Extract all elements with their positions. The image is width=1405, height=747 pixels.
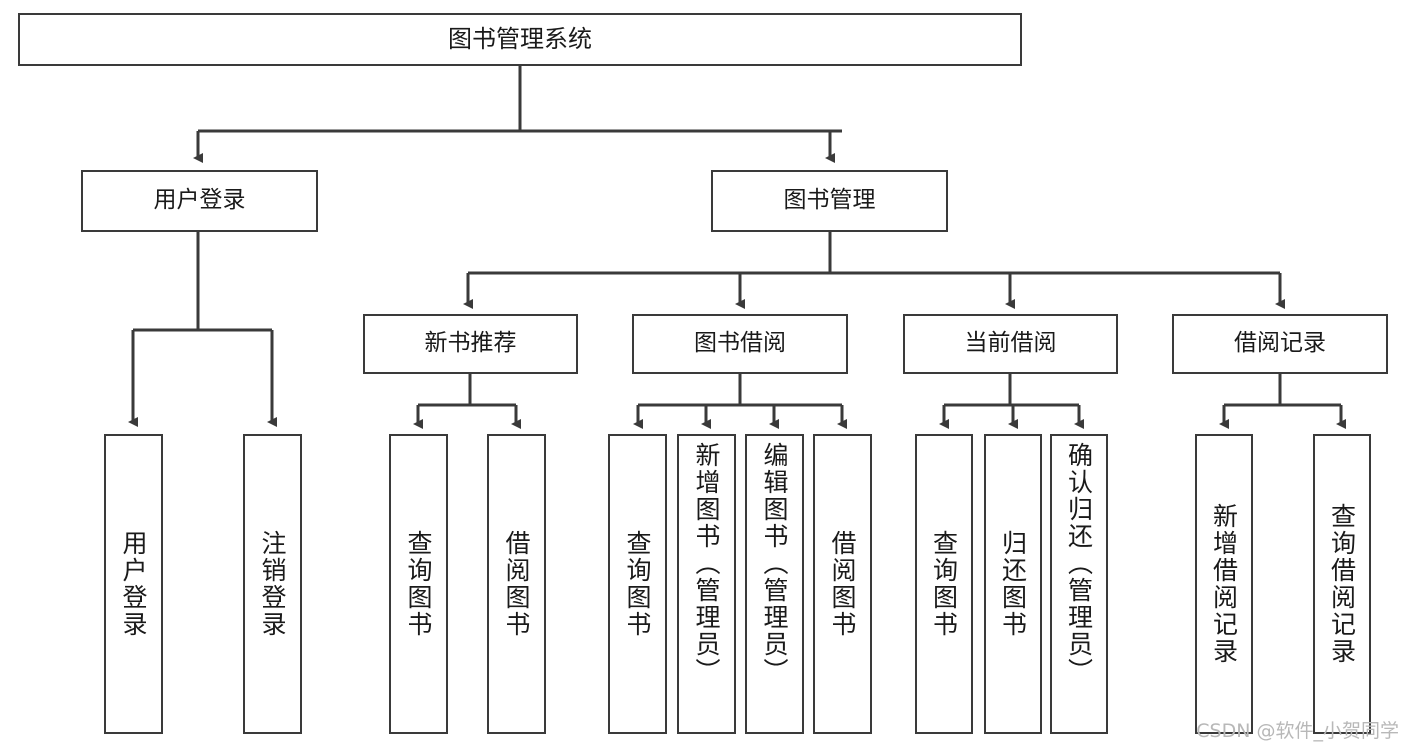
node-leaf-borrow-book-recommend[interactable]: 借阅图书 xyxy=(487,434,546,734)
node-new-book-recommend[interactable]: 新书推荐 xyxy=(363,314,578,374)
node-label: 查询图书 xyxy=(929,530,959,638)
node-leaf-query-book-recommend[interactable]: 查询图书 xyxy=(389,434,448,734)
node-label: 编辑图书（管理员） xyxy=(760,442,789,685)
node-leaf-query-borrow-record[interactable]: 查询借阅记录 xyxy=(1313,434,1371,734)
node-label: 新增借阅记录 xyxy=(1209,503,1239,665)
node-label: 借阅图书 xyxy=(828,530,857,638)
node-leaf-return-book[interactable]: 归还图书 xyxy=(984,434,1042,734)
node-current-borrow[interactable]: 当前借阅 xyxy=(903,314,1118,374)
node-label: 新书推荐 xyxy=(424,330,517,357)
node-leaf-add-book[interactable]: 新增图书（管理员） xyxy=(677,434,736,734)
node-label: 查询图书 xyxy=(404,530,433,638)
node-leaf-add-borrow-record[interactable]: 新增借阅记录 xyxy=(1195,434,1253,734)
node-leaf-query-book-borrow[interactable]: 查询图书 xyxy=(608,434,667,734)
node-label: 借阅记录 xyxy=(1234,330,1326,357)
node-label: 图书管理 xyxy=(783,187,876,214)
node-book-borrow[interactable]: 图书借阅 xyxy=(632,314,848,374)
watermark: CSDN @软件_小贺同学 xyxy=(1196,720,1399,742)
node-leaf-logout-login[interactable]: 注销登录 xyxy=(243,434,302,734)
node-label: 图书借阅 xyxy=(694,330,786,357)
node-label: 用户登录 xyxy=(119,530,148,638)
node-leaf-query-book-current[interactable]: 查询图书 xyxy=(915,434,973,734)
node-label: 用户登录 xyxy=(153,187,246,214)
node-leaf-confirm-return[interactable]: 确认归还（管理员） xyxy=(1050,434,1108,734)
node-label: 查询图书 xyxy=(623,530,652,638)
node-label: 借阅图书 xyxy=(502,530,531,638)
node-label: 查询借阅记录 xyxy=(1327,503,1357,665)
node-label: 新增图书（管理员） xyxy=(692,442,721,685)
node-user-login[interactable]: 用户登录 xyxy=(81,170,318,232)
node-leaf-user-login[interactable]: 用户登录 xyxy=(104,434,163,734)
node-leaf-edit-book[interactable]: 编辑图书（管理员） xyxy=(745,434,804,734)
node-book-management[interactable]: 图书管理 xyxy=(711,170,948,232)
node-root-book-management-system[interactable]: 图书管理系统 xyxy=(18,13,1022,66)
node-label: 确认归还（管理员） xyxy=(1064,442,1094,685)
node-leaf-borrow-book[interactable]: 借阅图书 xyxy=(813,434,872,734)
node-label: 注销登录 xyxy=(258,530,287,638)
node-label: 当前借阅 xyxy=(964,330,1057,357)
node-label: 归还图书 xyxy=(998,530,1028,638)
node-borrow-record[interactable]: 借阅记录 xyxy=(1172,314,1388,374)
node-label: 图书管理系统 xyxy=(448,25,592,54)
